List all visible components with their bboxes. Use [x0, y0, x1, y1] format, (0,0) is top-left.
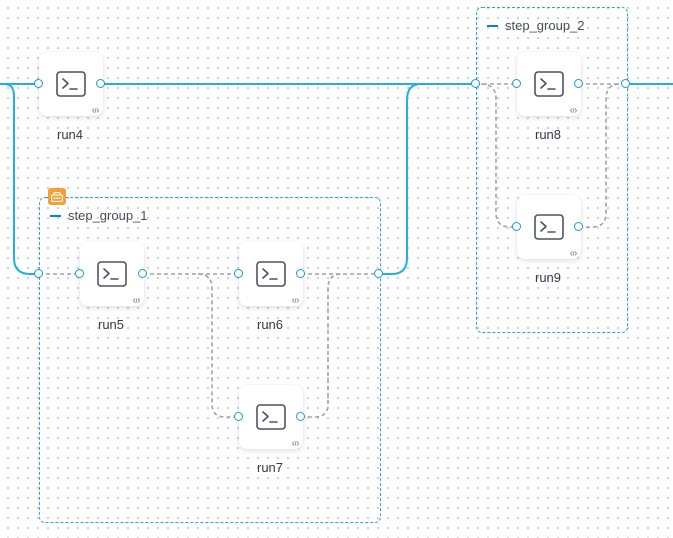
code-icon: [570, 108, 577, 113]
terminal-icon: [256, 404, 286, 430]
run5-input-port[interactable]: [75, 269, 84, 278]
step-node-run5[interactable]: [80, 242, 144, 306]
run8-output-port[interactable]: [574, 79, 583, 88]
run4-input-port[interactable]: [34, 79, 43, 88]
run8-input-port[interactable]: [512, 79, 521, 88]
step-node-run6[interactable]: [239, 242, 303, 306]
step-group-1[interactable]: step_group_1: [39, 197, 381, 523]
collapse-icon[interactable]: [50, 214, 61, 217]
run9-input-port[interactable]: [512, 222, 521, 231]
dashed-run9-to-group2-out: [579, 83, 621, 228]
step-group-2-output-port[interactable]: [621, 79, 630, 88]
run5-output-port[interactable]: [138, 269, 147, 278]
conditional-badge-icon[interactable]: [48, 188, 66, 205]
dashed-run5-to-run7: [197, 273, 239, 418]
collapse-icon[interactable]: [487, 24, 498, 27]
step-group-2-label: step_group_2: [505, 18, 585, 33]
run6-input-port[interactable]: [234, 269, 243, 278]
step-node-run9[interactable]: [517, 195, 581, 259]
step-node-run9-label: run9: [534, 270, 562, 285]
step-node-run4[interactable]: [39, 52, 103, 116]
terminal-icon: [534, 214, 564, 240]
step-group-2-header: step_group_2: [487, 18, 585, 33]
step-node-run4-label: run4: [56, 127, 84, 142]
code-icon: [133, 298, 140, 303]
terminal-icon: [56, 71, 86, 97]
step-node-run7[interactable]: [239, 385, 303, 449]
step-node-run5-label: run5: [97, 317, 125, 332]
run4-output-port[interactable]: [96, 79, 105, 88]
step-group-2-input-port[interactable]: [471, 79, 480, 88]
run9-output-port[interactable]: [574, 222, 583, 231]
step-node-run7-label: run7: [256, 460, 284, 475]
code-icon: [292, 298, 299, 303]
step-node-run6-label: run6: [256, 317, 284, 332]
terminal-icon: [534, 71, 564, 97]
terminal-icon: [97, 261, 127, 287]
run6-output-port[interactable]: [296, 269, 305, 278]
run7-output-port[interactable]: [296, 412, 305, 421]
terminal-icon: [256, 261, 286, 287]
run7-input-port[interactable]: [234, 412, 243, 421]
code-icon: [92, 108, 99, 113]
code-icon: [570, 251, 577, 256]
step-node-run8-label: run8: [534, 127, 562, 142]
step-node-run8[interactable]: [517, 52, 581, 116]
step-group-1-header: step_group_1: [50, 208, 148, 223]
dashed-group2-in-to-run9: [480, 83, 517, 228]
main-wire-group1-to-main: [379, 83, 422, 275]
main-wire-left-in: [0, 83, 39, 275]
step-group-2[interactable]: step_group_2: [476, 7, 628, 333]
step-group-1-input-port[interactable]: [34, 269, 43, 278]
step-group-1-label: step_group_1: [68, 208, 148, 223]
step-group-1-output-port[interactable]: [374, 269, 383, 278]
code-icon: [292, 441, 299, 446]
